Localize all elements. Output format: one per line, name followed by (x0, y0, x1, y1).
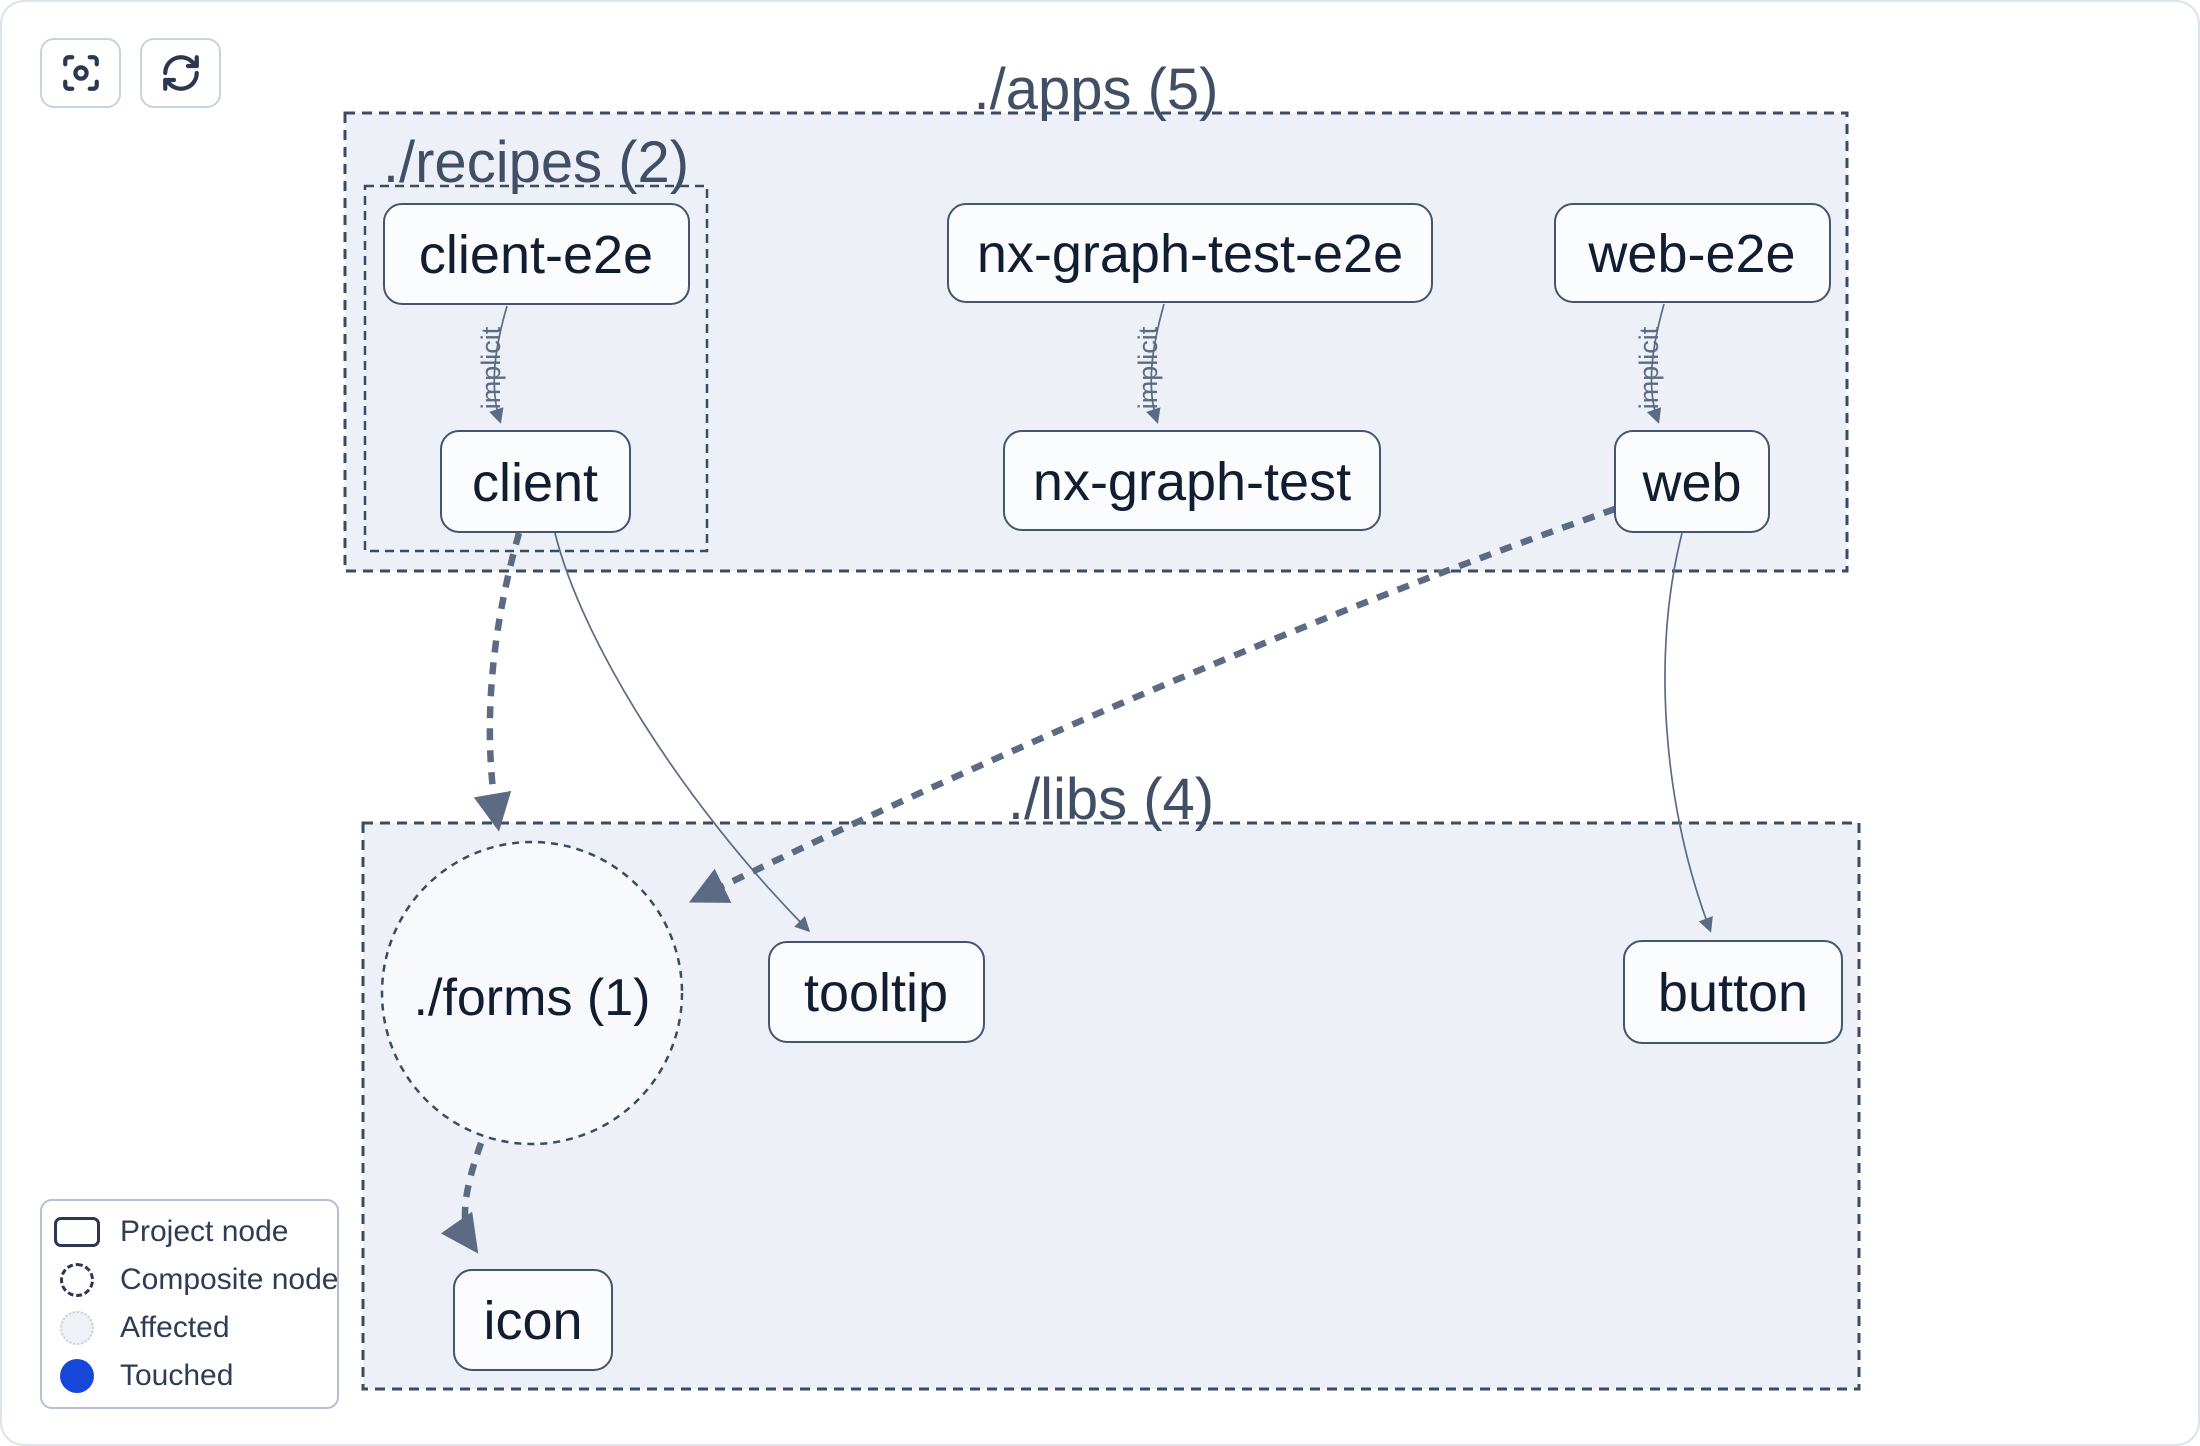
node-client-label: client (472, 453, 598, 513)
node-web-box[interactable] (1614, 430, 1770, 533)
node-nx-graph-test-label: nx-graph-test (1033, 452, 1351, 512)
node-tooltip-box[interactable] (768, 941, 985, 1043)
legend-item-composite-node: Composite node (42, 1256, 339, 1304)
edge-web-to-button (1664, 532, 1713, 933)
legend-label: Composite node (120, 1263, 339, 1296)
node-client-e2e[interactable]: client-e2e (383, 203, 690, 305)
node-nx-graph-test[interactable]: nx-graph-test (1003, 430, 1381, 531)
edge-label-implicit: implicit (1133, 326, 1163, 409)
refresh-icon (162, 55, 199, 91)
node-nx-graph-test-e2e-label: nx-graph-test-e2e (977, 224, 1403, 284)
node-button-label: button (1658, 963, 1808, 1023)
graph-toolbar (40, 38, 221, 108)
node-web-e2e[interactable]: web-e2e (1554, 203, 1831, 303)
edge-client-to-tooltip (554, 532, 811, 933)
edge-client-e2e-to-client (489, 305, 508, 424)
edge-web-to-forms (688, 505, 1617, 903)
edge-label-implicit: implicit (1634, 326, 1664, 409)
composite-node-swatch-icon (42, 1263, 112, 1297)
node-button[interactable]: button (1623, 940, 1843, 1044)
edge-client-to-forms (473, 532, 523, 832)
legend-item-project-node: Project node (42, 1208, 337, 1256)
node-tooltip-label: tooltip (804, 963, 948, 1023)
node-nx-graph-test-e2e[interactable]: nx-graph-test-e2e (947, 203, 1433, 303)
composite-node-forms-label: ./forms (1) (414, 969, 651, 1027)
affected-swatch-icon (42, 1311, 112, 1345)
node-client[interactable]: client (440, 430, 631, 533)
legend-label: Affected (120, 1311, 230, 1344)
edges: implicit implicit implicit (440, 303, 1713, 1254)
edge-label-implicit: implicit (476, 326, 506, 409)
group-apps-title: ./apps (5) (974, 57, 1219, 122)
focus-icon (62, 55, 99, 91)
node-web[interactable]: web (1614, 430, 1770, 533)
legend-item-affected: Affected (42, 1304, 337, 1352)
node-nx-graph-test-e2e-box[interactable] (947, 203, 1433, 303)
node-icon[interactable]: icon (453, 1269, 613, 1371)
legend-label: Project node (120, 1215, 289, 1248)
group-recipes-title: ./recipes (2) (383, 130, 689, 195)
node-web-label: web (1641, 453, 1741, 513)
refresh-graph-button[interactable] (140, 38, 221, 108)
node-client-e2e-label: client-e2e (419, 225, 653, 285)
node-client-e2e-box[interactable] (383, 203, 690, 305)
graph-legend: Project node Composite node Affected Tou… (40, 1199, 339, 1409)
edge-web-e2e-to-web (1646, 303, 1665, 424)
node-icon-label: icon (483, 1291, 582, 1351)
composite-node-forms[interactable]: ./forms (1) (380, 840, 684, 1146)
node-client-box[interactable] (440, 430, 631, 533)
node-icon-box[interactable] (453, 1269, 613, 1371)
touched-swatch-icon (42, 1359, 112, 1393)
legend-item-touched: Touched (42, 1352, 337, 1400)
node-web-e2e-box[interactable] (1554, 203, 1831, 303)
center-graph-button[interactable] (40, 38, 121, 108)
edge-nx-graph-test-e2e-to-nx-graph-test (1146, 303, 1165, 424)
node-web-e2e-label: web-e2e (1587, 224, 1795, 284)
node-tooltip[interactable]: tooltip (768, 941, 985, 1043)
project-node-swatch-icon (42, 1217, 112, 1247)
legend-label: Touched (120, 1359, 234, 1392)
node-button-box[interactable] (1623, 940, 1843, 1044)
group-libs-title: ./libs (4) (1008, 767, 1214, 832)
composite-node-forms-circle[interactable] (380, 840, 684, 1146)
node-nx-graph-test-box[interactable] (1003, 430, 1381, 531)
